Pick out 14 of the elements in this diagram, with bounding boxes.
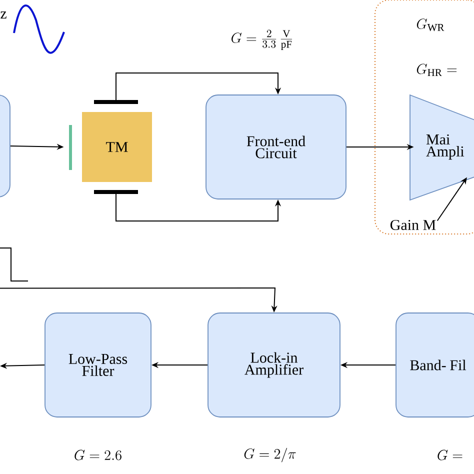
- gain-formula: $G = 2.6$: [74, 450, 122, 460]
- text-label: Gain M: [390, 220, 436, 230]
- arrow: [116, 72, 282, 102]
- square-wave-drawing: [0, 248, 28, 282]
- test-mass-block: TM: [69, 100, 152, 194]
- process-box: Low-Pass Filter: [44, 312, 152, 418]
- gain-formula: $G =$: [438, 450, 462, 460]
- process-box: Band- Fil: [396, 312, 474, 418]
- process-box: Front-end Circuit: [206, 94, 346, 200]
- gain-formula: $G = 2/\pi$: [244, 448, 296, 462]
- process-box: [0, 94, 10, 198]
- text-label: z: [0, 12, 6, 18]
- gain-formula: $G = \frac{2}{3.3}\,\frac{\mathrm{V}}{\mathrm{pF}}$: [232, 30, 292, 50]
- process-box: Lock-in Amplifier: [208, 312, 340, 418]
